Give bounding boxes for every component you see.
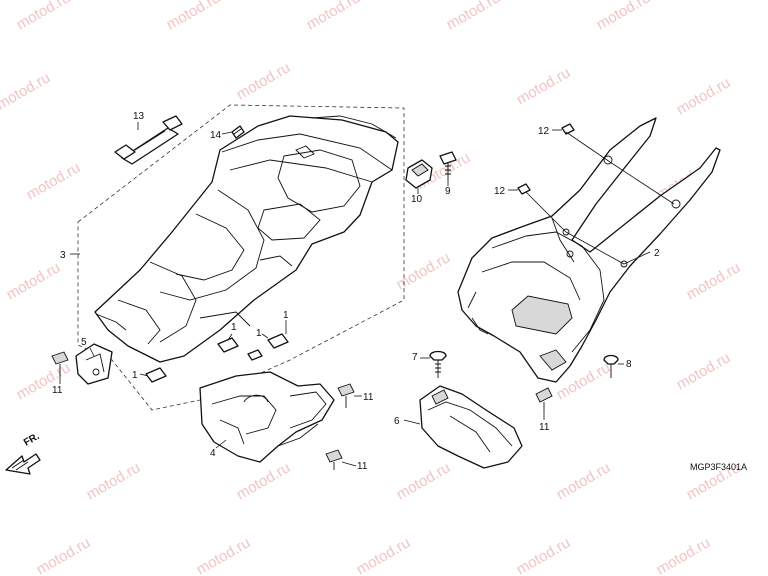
part-3-inner-fender[interactable] (94, 115, 399, 363)
callout-11: 11 (539, 422, 550, 433)
callout-1: 1 (256, 328, 262, 339)
watermark-text: motod.ru (674, 74, 734, 118)
watermark-text: motod.ru (164, 0, 224, 33)
watermark-text: motod.ru (394, 459, 454, 503)
watermark-layer: motod.ru motod.ru motod.ru motod.ru moto… (0, 0, 743, 576)
part-14-clip[interactable] (231, 125, 245, 139)
callout-1: 1 (283, 310, 289, 321)
callout-3: 3 (60, 250, 66, 261)
part-13-strap[interactable] (114, 115, 183, 165)
diagram-code: MGP3F3401A (690, 462, 747, 472)
callout-8: 8 (626, 359, 632, 370)
direction-label: FR. (22, 431, 42, 449)
watermark-text: motod.ru (354, 534, 414, 576)
watermark-text: motod.ru (14, 359, 74, 403)
watermark-text: motod.ru (194, 534, 254, 576)
part-4-lower-cover[interactable] (199, 371, 335, 463)
watermark-text: motod.ru (394, 249, 454, 293)
watermark-text: motod.ru (444, 0, 504, 33)
callout-11: 11 (357, 461, 368, 472)
part-7-screw[interactable] (429, 350, 447, 379)
part-9-bolt[interactable] (439, 151, 457, 180)
watermark-text: motod.ru (4, 259, 64, 303)
callout-12: 12 (538, 126, 550, 137)
watermark-text: motod.ru (234, 59, 294, 103)
callout-5: 5 (81, 337, 87, 348)
watermark-text: motod.ru (0, 69, 53, 113)
part-10-clip-nut[interactable] (405, 159, 433, 189)
watermark-text: motod.ru (14, 0, 74, 33)
watermark-text: motod.ru (674, 349, 734, 393)
part-12-screw[interactable] (517, 183, 531, 195)
callout-12: 12 (494, 186, 506, 197)
callout-13: 13 (133, 111, 145, 122)
callout-1: 1 (132, 370, 138, 381)
watermark-text: motod.ru (594, 0, 654, 33)
leader-lines (59, 122, 675, 467)
part-1-grommet[interactable] (247, 349, 263, 361)
callout-4: 4 (210, 448, 216, 459)
watermark-text: motod.ru (234, 459, 294, 503)
part-12-screw[interactable] (561, 123, 575, 135)
part-1-grommet[interactable] (267, 333, 289, 349)
watermark-text: motod.ru (24, 159, 84, 203)
callout-11: 11 (363, 392, 374, 403)
watermark-text: motod.ru (304, 0, 364, 33)
callout-11: 11 (52, 385, 63, 396)
watermark-text: motod.ru (554, 459, 614, 503)
front-direction-arrow: FR. (5, 431, 42, 475)
callout-1: 1 (231, 322, 237, 333)
callout-14: 14 (210, 130, 222, 141)
watermark-text: motod.ru (514, 534, 574, 576)
callout-9: 9 (445, 186, 451, 197)
part-2-rear-cowl[interactable] (457, 117, 721, 383)
part-8-screw[interactable] (603, 354, 619, 379)
watermark-text: motod.ru (84, 459, 144, 503)
part-11-bolt[interactable] (51, 351, 69, 376)
part-6-tail-cover[interactable] (419, 385, 523, 469)
callout-6: 6 (394, 416, 400, 427)
callout-2: 2 (654, 248, 660, 259)
watermark-text: motod.ru (514, 64, 574, 108)
watermark-text: motod.ru (34, 534, 94, 576)
callout-7: 7 (412, 352, 418, 363)
watermark-text: motod.ru (684, 259, 744, 303)
part-11-bolt[interactable] (325, 449, 343, 470)
part-1-grommet[interactable] (217, 337, 239, 353)
part-5-bracket[interactable] (75, 343, 113, 385)
part-1-grommet[interactable] (145, 367, 167, 383)
callout-10: 10 (411, 194, 423, 205)
watermark-text: motod.ru (654, 534, 714, 576)
part-11-bolt[interactable] (337, 383, 355, 408)
part-11-bolt[interactable] (535, 387, 553, 410)
